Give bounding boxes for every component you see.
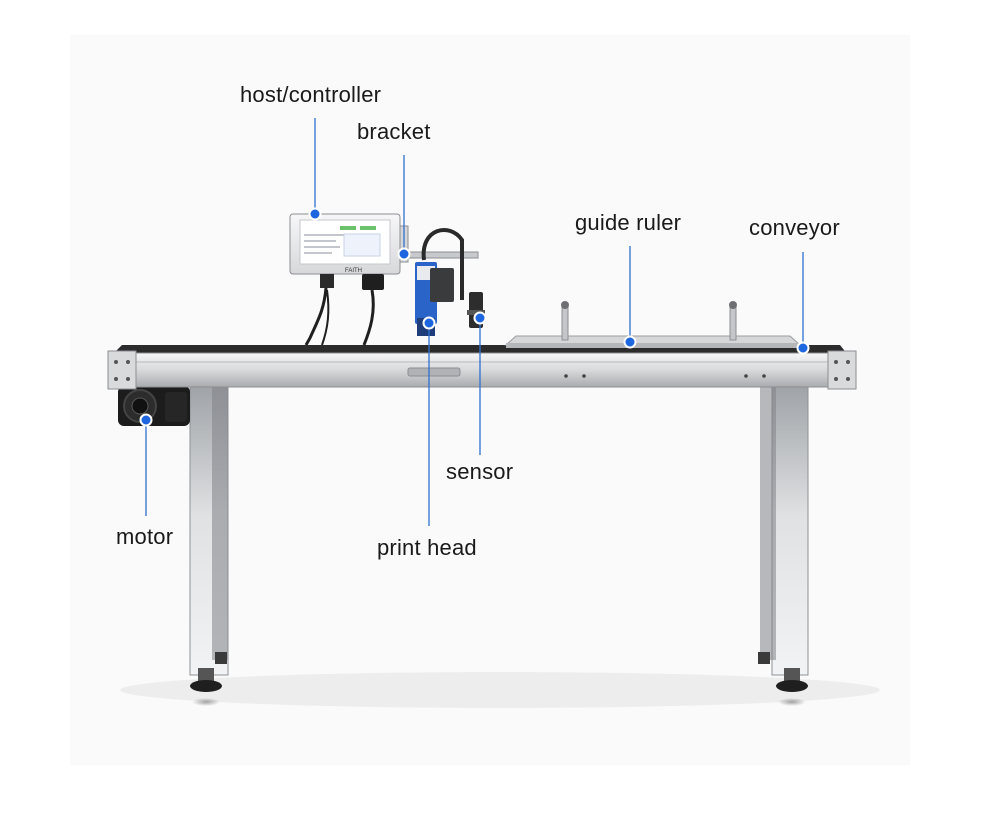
label-bracket: bracket <box>357 119 431 144</box>
right-leg <box>758 384 809 706</box>
callout-dot-guide <box>623 335 637 349</box>
label-host-controller: host/controller <box>240 82 382 107</box>
motor <box>118 386 190 426</box>
callout-dot-bracket <box>397 247 411 261</box>
callout-dot-head <box>422 316 436 330</box>
floor-shadow <box>120 672 880 708</box>
conveyor-frame <box>107 345 857 390</box>
label-print-head: print head <box>377 535 477 560</box>
print-head <box>415 262 454 336</box>
label-conveyor: conveyor <box>749 215 840 240</box>
left-foot <box>190 680 222 692</box>
label-sensor: sensor <box>446 459 514 484</box>
right-foot <box>776 680 808 692</box>
callout-dots <box>139 207 810 427</box>
callout-dot-conveyor <box>796 341 810 355</box>
left-leg <box>189 384 229 706</box>
callout-dot-host <box>308 207 322 221</box>
controller-brand: FAITH <box>345 268 362 274</box>
host-controller: FAITH <box>289 213 401 346</box>
label-guide-ruler: guide ruler <box>575 210 682 235</box>
guide-ruler <box>504 301 802 348</box>
label-motor: motor <box>116 524 174 549</box>
callout-lines <box>145 118 804 526</box>
callout-dot-sensor <box>473 311 487 325</box>
callout-dot-motor <box>139 413 153 427</box>
